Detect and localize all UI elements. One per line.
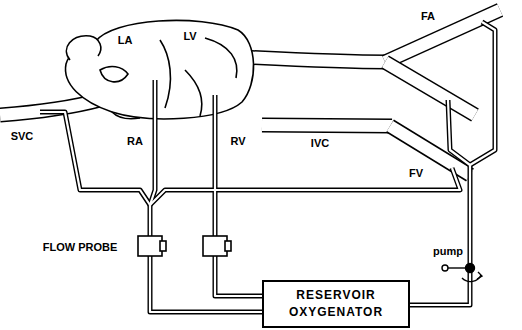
- cannula-tube: [215, 255, 262, 296]
- cannula-tube: [150, 255, 262, 312]
- cannula-tube: [40, 112, 150, 205]
- cannula-tube: [150, 80, 155, 205]
- cannula-tube: [213, 95, 218, 237]
- blood-vessel: [390, 126, 470, 175]
- flow-probe: [160, 241, 166, 251]
- cannula-tube: [470, 22, 495, 165]
- cannula-tube: [470, 22, 495, 165]
- cannula-tube: [214, 95, 216, 237]
- pump-symbol: [477, 272, 482, 279]
- device-label: pump: [433, 245, 463, 258]
- pump-symbol: [448, 267, 470, 268]
- cannula-tube: [410, 100, 470, 305]
- heart: [185, 70, 202, 116]
- cannula-tubing: [40, 22, 495, 312]
- chamber-label: LA: [118, 34, 133, 47]
- blood-vessel: [385, 10, 500, 62]
- blood-vessel: [385, 10, 500, 62]
- heart: [205, 38, 237, 78]
- blood-vessel: [262, 125, 392, 126]
- vessel-label: FA: [421, 10, 435, 23]
- cannula-tube: [150, 255, 262, 312]
- pump-symbol: [442, 264, 482, 282]
- vessel-label: IVC: [311, 137, 329, 150]
- flow-probe: [138, 236, 162, 256]
- heart: [65, 20, 253, 118]
- blood-vessel: [0, 10, 500, 175]
- flow-probe: [138, 236, 231, 256]
- blood-vessel: [390, 126, 470, 175]
- process-box: RESERVOIR OXYGENATOR: [262, 280, 410, 328]
- blood-vessel: [385, 62, 475, 115]
- box-label: RESERVOIR OXYGENATOR: [272, 287, 400, 321]
- heart: [112, 112, 140, 119]
- heart: [100, 67, 128, 82]
- vessel-label: FV: [409, 167, 423, 180]
- chamber-label: LV: [183, 30, 196, 43]
- pump-symbol: [442, 265, 448, 271]
- heart: [65, 20, 253, 118]
- flow-probe: [203, 236, 227, 256]
- cannula-tube: [149, 205, 151, 237]
- cannula-tube: [40, 112, 150, 205]
- blood-vessel: [385, 62, 475, 115]
- device-label: FLOW PROBE: [43, 241, 118, 254]
- vessel-label: SVC: [11, 130, 34, 143]
- cannula-tube: [150, 80, 155, 205]
- chamber-label: RV: [230, 135, 245, 148]
- blood-vessel: [262, 125, 392, 126]
- cannula-tube: [215, 255, 262, 296]
- heart: [66, 36, 100, 60]
- heart: [160, 40, 170, 108]
- cannula-tube: [410, 100, 470, 305]
- flow-probe: [225, 241, 231, 251]
- chamber-label: RA: [127, 135, 143, 148]
- cannula-tube: [148, 205, 153, 237]
